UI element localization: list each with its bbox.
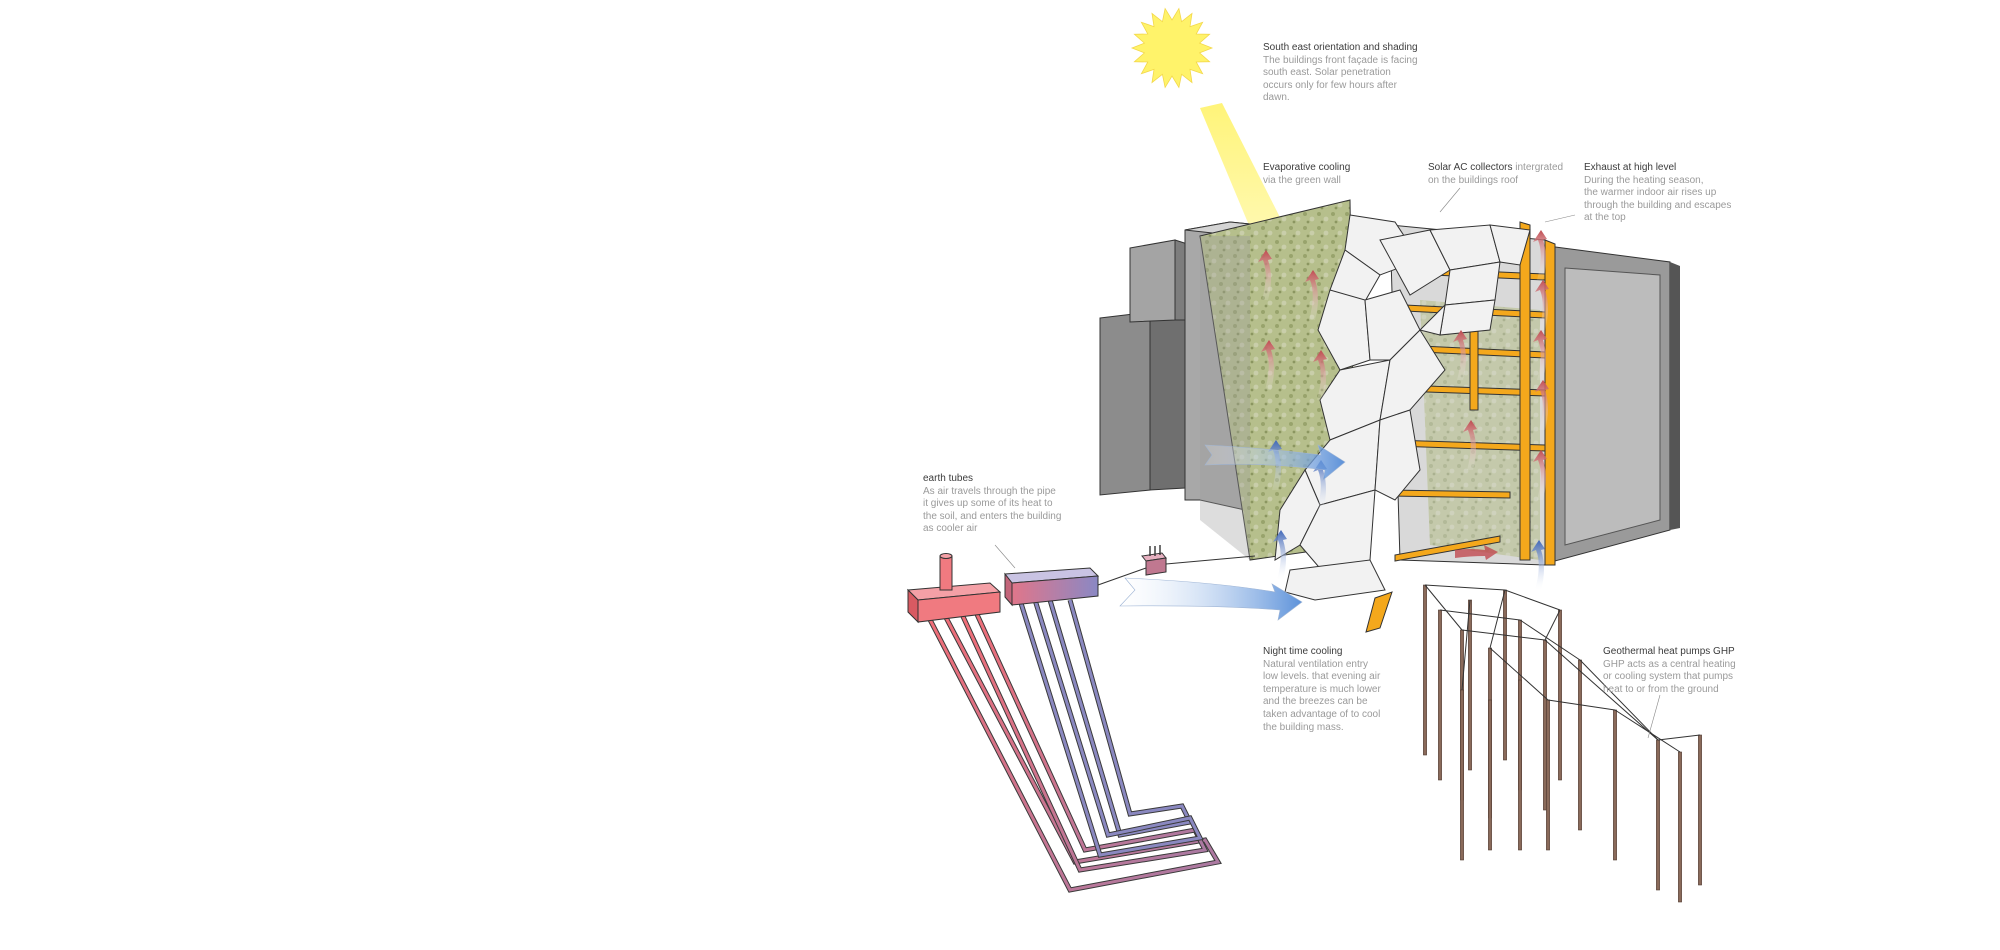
pile: [1423, 584, 1427, 756]
annotation-exhaust-high-level: Exhaust at high level During the heating…: [1584, 162, 1744, 225]
annotation-body: GHP acts as a central heating or cooling…: [1603, 658, 1736, 695]
air-flow-arrow: [1261, 340, 1275, 390]
pile: [1468, 599, 1472, 771]
pile-connector: [1614, 709, 1681, 753]
pile: [1558, 609, 1562, 781]
air-flow-arrow: [1463, 420, 1477, 470]
annotation-body: Natural ventilation entry low levels. th…: [1263, 658, 1381, 733]
pile-connector: [1519, 619, 1581, 661]
pile: [1613, 709, 1617, 861]
annotation-geothermal-heat-pumps: Geothermal heat pumps GHP GHP acts as a …: [1603, 646, 1763, 696]
annotation-body: As air travels through the pipe it gives…: [923, 485, 1062, 535]
annotation-title: earth tubes: [923, 473, 974, 484]
pile-connector: [1544, 639, 1659, 741]
canopy-leg: [1365, 591, 1393, 633]
air-flow-arrow: [1258, 250, 1272, 300]
annotation-title: Night time cooling: [1263, 646, 1343, 657]
air-flow-arrow: [1531, 540, 1545, 590]
air-flow-arrow: [1535, 380, 1549, 430]
air-flow-arrow: [1305, 270, 1319, 320]
air-flow-arrow: [1313, 350, 1327, 400]
annotation-earth-tubes: earth tubes As air travels through the p…: [923, 473, 1073, 536]
air-flow-arrow: [1535, 280, 1549, 330]
annotation-title: Exhaust at high level: [1584, 162, 1677, 173]
air-flow-arrow-icon: [1258, 230, 1549, 590]
pile: [1518, 679, 1522, 851]
annotation-title: Evaporative cooling: [1263, 162, 1351, 173]
floor-frame: [1394, 535, 1501, 562]
pile: [1678, 751, 1682, 903]
annotation-title: Solar AC collectors: [1428, 162, 1513, 173]
annotation-body: The buildings front façade is facing sou…: [1263, 54, 1418, 104]
air-flow-arrow: [1273, 530, 1287, 580]
pile-connector: [1547, 699, 1616, 711]
earth-tube-pipe-icon: [906, 545, 1256, 893]
pile: [1578, 659, 1582, 831]
pile: [1698, 734, 1702, 886]
pile-connector: [1504, 589, 1561, 611]
geothermal-pile-icon: [1423, 584, 1702, 903]
annotation-body-inline: intergrated: [1512, 162, 1564, 173]
pile: [1656, 739, 1660, 891]
annotation-body: on the buildings roof: [1428, 174, 1519, 186]
annotation-body: via the green wall: [1263, 174, 1341, 186]
pile: [1460, 689, 1464, 861]
pile: [1438, 609, 1442, 781]
pile: [1488, 699, 1492, 851]
air-flow-arrow-icon: [1119, 444, 1498, 621]
pile-connector: [1461, 629, 1546, 641]
pile-connector: [1461, 599, 1471, 691]
pile-connector: [1489, 647, 1549, 701]
pile: [1546, 699, 1550, 851]
pile-connector: [1657, 734, 1701, 741]
floor-frame: [1387, 489, 1511, 499]
air-flow-arrow: [1313, 460, 1327, 510]
pile-connector: [1424, 584, 1463, 631]
pile-connector: [1424, 584, 1506, 591]
annotation-evaporative-cooling: Evaporative cooling via the green wall: [1263, 162, 1373, 187]
pile-connector: [1489, 589, 1506, 649]
air-flow-arrow: [1533, 450, 1547, 500]
air-flow-arrow: [1533, 330, 1547, 380]
annotation-title: Geothermal heat pumps GHP: [1603, 646, 1735, 657]
pile: [1503, 589, 1507, 761]
annotation-title: South east orientation and shading: [1263, 42, 1418, 53]
air-flow-arrow: [1533, 230, 1547, 280]
pile-connector: [1439, 609, 1521, 621]
pile-connector: [1544, 609, 1561, 641]
annotation-body: During the heating season, the warmer in…: [1584, 174, 1732, 224]
faceted-facade: [1274, 214, 1531, 601]
green-wall-shadow: [1200, 236, 1250, 560]
annotation-solar-ac-collectors: Solar AC collectors intergrated on the b…: [1428, 162, 1578, 187]
pile-connector: [1579, 659, 1659, 741]
frame-column: [1519, 221, 1531, 561]
annotation-night-time-cooling: Night time cooling Natural ventilation e…: [1263, 646, 1413, 734]
leader-lines: [994, 187, 1661, 739]
annotation-south-east-orientation: South east orientation and shading The b…: [1263, 42, 1433, 105]
air-flow-arrow: [1453, 330, 1467, 380]
